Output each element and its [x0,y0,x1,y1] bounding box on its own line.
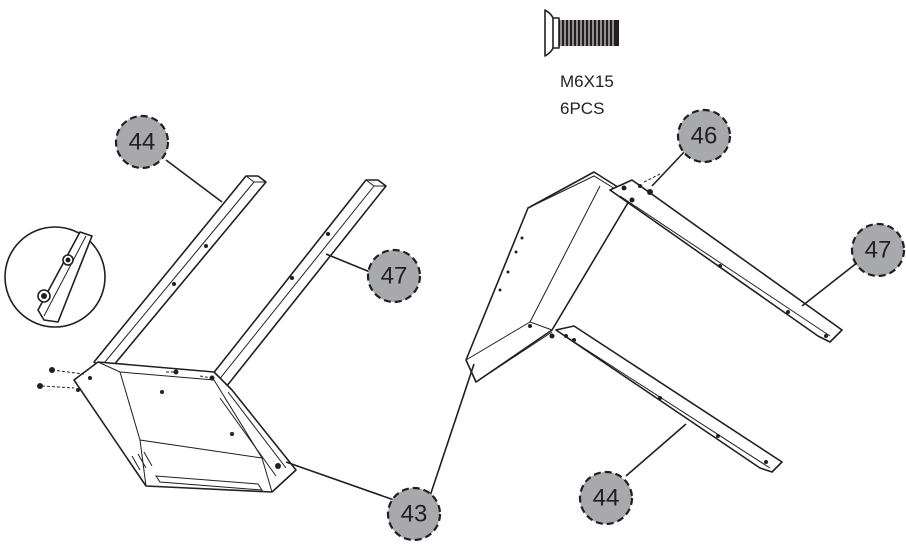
callout-47-right-label: 47 [865,237,892,264]
callout-43: 43 [386,486,442,542]
left-frame-assembly [37,175,387,493]
callout-47-left-label: 47 [381,263,408,290]
leader-lines [165,149,859,503]
screw-icon [544,9,619,57]
callout-44-right: 44 [578,470,634,526]
callout-44-left: 44 [114,114,170,170]
hardware-quantity: 6PCS [560,99,605,118]
callout-44-left-label: 44 [129,129,156,156]
callout-43-label: 43 [401,501,428,528]
callout-47-right: 47 [850,222,906,278]
callout-46: 46 [676,108,732,164]
hardware-size: M6X15 [560,72,614,91]
callout-44-right-label: 44 [593,485,620,512]
callout-46-label: 46 [691,123,718,150]
detail-magnifier [4,226,106,328]
right-frame-assembly [465,171,843,473]
callout-47-left: 47 [366,248,422,304]
